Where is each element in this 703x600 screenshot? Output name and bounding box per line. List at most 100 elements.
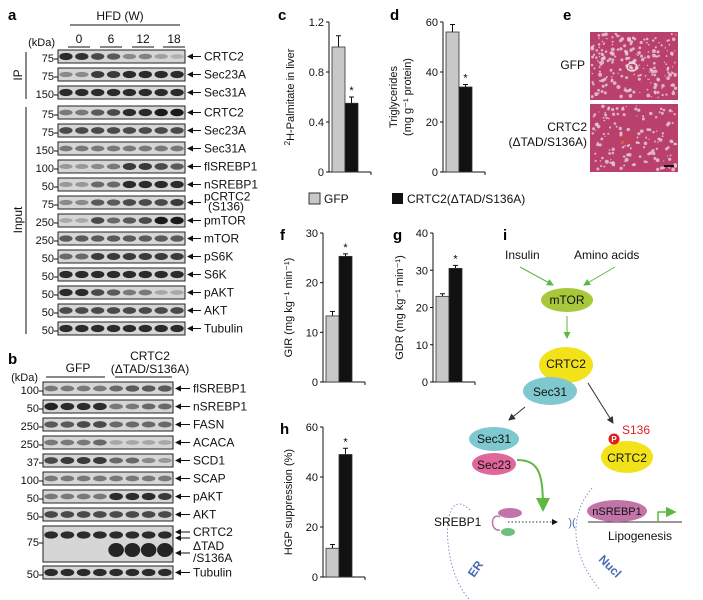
y-axis-label: GIR (mg kg⁻¹ min⁻¹): [283, 258, 295, 358]
blot-frame: [42, 489, 174, 504]
blot-band: [106, 289, 121, 296]
blot-band: [93, 511, 107, 518]
band-label: pmTOR: [204, 214, 246, 228]
blot-band: [138, 235, 152, 242]
lane-label-0: 0: [76, 32, 83, 46]
blot-band: [106, 109, 121, 116]
blot-band: [76, 475, 91, 482]
blot-band: [154, 127, 168, 134]
blot-band: [138, 127, 152, 134]
blot-band: [60, 385, 75, 392]
blot-band: [75, 109, 89, 116]
blot-band: [59, 235, 73, 242]
panel-e: GFP CRTC2 (ΔTAD/S136A): [509, 32, 678, 172]
blot-band: [170, 253, 184, 260]
blot-band-truncated: [140, 543, 157, 557]
blot-band: [158, 475, 172, 482]
kda-marker: 100: [21, 385, 39, 397]
y-axis-label: 2H-Palmitate in liver: [283, 48, 297, 145]
blot-band: [154, 307, 168, 314]
blot-band: [158, 493, 172, 500]
blot-band: [122, 88, 137, 97]
blot-band: [122, 108, 137, 117]
blot-band: [154, 180, 168, 189]
blot-band: [170, 108, 184, 117]
blot-band: [109, 385, 123, 392]
blot-band: [122, 180, 137, 189]
bar-mutant: [338, 454, 353, 578]
blot-band: [44, 493, 58, 500]
blot-band: [59, 324, 73, 333]
band-label: CRTC2: [193, 525, 233, 539]
blot-frame: [57, 267, 186, 282]
blot-band: [122, 307, 137, 314]
phosphate-label: P: [611, 435, 617, 444]
s136-label: S136: [622, 423, 650, 437]
blot-band: [170, 307, 184, 314]
kda-marker: 50: [42, 271, 54, 283]
band-label: SCAP: [193, 472, 226, 486]
blot-band: [106, 71, 121, 78]
blot-band: [106, 307, 121, 314]
blot-band: [122, 235, 137, 242]
blot-band: [76, 421, 91, 428]
kda-marker: 250: [21, 421, 39, 433]
blot-band: [138, 253, 152, 260]
blot-band: [154, 235, 168, 242]
nsrebp1-label: nSREBP1: [592, 506, 642, 518]
bar-gfp: [331, 46, 346, 173]
blot-band: [93, 439, 107, 446]
band-label: SCD1: [193, 454, 225, 468]
blot-band: [141, 440, 156, 445]
blot-band: [93, 475, 107, 482]
y-tick-label: 40: [416, 228, 428, 240]
panel-label-i: i: [503, 227, 507, 244]
blot-band: [76, 439, 91, 446]
blot-band: [59, 218, 73, 223]
panel-label-e: e: [563, 7, 571, 24]
blot-band: [59, 288, 73, 297]
blot-band: [170, 88, 184, 97]
kda-marker: 50: [42, 325, 54, 337]
blot-band: [75, 324, 89, 333]
blot-band: [158, 531, 172, 539]
insulin-label: Insulin: [505, 248, 540, 262]
histology-image-gfp: [590, 32, 678, 100]
srebp1-c-domain: [501, 528, 515, 536]
band-label: pAKT: [193, 490, 224, 504]
mtor-node: [541, 288, 593, 312]
y-tick-label: 0: [422, 377, 428, 389]
significance-marker: *: [463, 73, 468, 85]
blot-band: [109, 421, 123, 428]
band-label: Sec23A: [204, 124, 246, 138]
bar-mutant: [448, 267, 463, 383]
blot-band: [138, 289, 152, 296]
blot-frame: [57, 67, 186, 82]
blot-band: [138, 70, 152, 79]
blot-band: [75, 145, 89, 152]
blot-frame: [57, 105, 186, 120]
band-label: CRTC2: [204, 106, 244, 120]
blot-band: [44, 475, 58, 482]
blot-band: [170, 163, 184, 170]
blot-band: [106, 127, 121, 134]
y-tick-label: 0.4: [309, 117, 324, 129]
legend-label-gfp: GFP: [324, 192, 349, 206]
kda-marker: 250: [21, 439, 39, 451]
kda-marker: 75: [27, 537, 39, 549]
blot-band: [138, 324, 152, 333]
blot-band: [170, 54, 184, 59]
mutant-group-label-1: CRTC2: [130, 349, 170, 363]
y-axis-label: Triglycerides: [388, 66, 400, 128]
blot-band: [75, 218, 89, 223]
blot-band: [91, 53, 105, 60]
blot-band: [91, 235, 105, 242]
blot-band: [106, 88, 121, 97]
